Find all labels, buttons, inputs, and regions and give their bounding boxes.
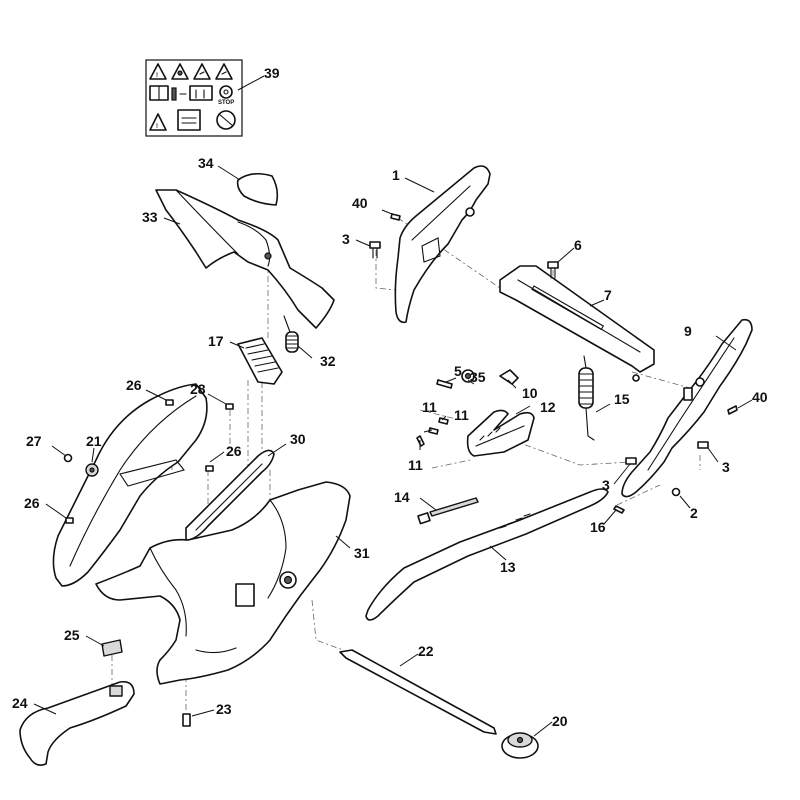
callout-35: 35	[470, 369, 486, 385]
part-5-screw	[436, 379, 453, 389]
part-34-cover-piece	[236, 172, 279, 206]
part-32-torsion-spring	[283, 315, 299, 353]
part-40-pin-left	[390, 213, 401, 221]
callout-16: 16	[590, 519, 606, 535]
callout-17: 17	[208, 333, 224, 349]
callout-23: 23	[216, 701, 232, 717]
part-24-side-skirt	[19, 680, 135, 766]
callout-25: 25	[64, 627, 80, 643]
callout-6: 6	[574, 237, 582, 253]
callout-26-c: 26	[24, 495, 40, 511]
callout-27: 27	[26, 433, 42, 449]
warning-projectile-icon	[215, 63, 233, 80]
stop-blade-icon	[219, 85, 233, 99]
part-14-grip-strip	[417, 497, 479, 525]
part-28-screw	[225, 403, 234, 410]
part-12-lever-bracket	[466, 409, 535, 457]
leader-lines	[33, 75, 753, 737]
part-2-nut	[671, 487, 681, 497]
operator-figure-icon	[171, 87, 177, 101]
stop-text: STOP	[218, 100, 234, 106]
callout-10: 10	[522, 385, 538, 401]
part-9-right-side-plate	[621, 318, 753, 498]
callout-12: 12	[540, 399, 556, 415]
callout-39: 39	[264, 65, 280, 81]
callout-3-left: 3	[342, 231, 350, 247]
callout-40-left: 40	[352, 195, 368, 211]
callout-14: 14	[394, 489, 410, 505]
part-26-screw-a	[165, 399, 174, 406]
part-1-left-side-plate	[394, 165, 491, 324]
part-16-pin	[613, 505, 625, 514]
callout-31: 31	[354, 545, 370, 561]
part-13-long-lever	[365, 488, 609, 621]
part-22-rod	[339, 649, 497, 735]
part-40-pin-right	[727, 405, 738, 415]
safety-label-part-39: ! STOP !	[145, 59, 243, 137]
part-15-tension-spring	[578, 355, 595, 441]
callout-20: 20	[552, 713, 568, 729]
part-27-nut	[63, 453, 73, 463]
callout-26-a: 26	[126, 377, 142, 393]
part-3-bolt-mid	[625, 457, 637, 465]
callout-28: 28	[190, 381, 206, 397]
callout-7: 7	[604, 287, 612, 303]
callout-2: 2	[690, 505, 698, 521]
callout-numbers: 1 2 3 3 3 5 6 7 9 10 11 11 11 12 13 14 1…	[12, 65, 768, 729]
callout-34: 34	[198, 155, 214, 171]
svg-text:!: !	[156, 124, 158, 130]
callout-11-c: 11	[408, 457, 423, 473]
callout-9: 9	[684, 323, 692, 339]
part-3-bolt-right	[697, 441, 709, 449]
bolts-group	[369, 213, 738, 514]
part-7-height-adjust-rail	[499, 265, 655, 382]
warning-rotating-blade-icon	[193, 63, 211, 80]
part-10-clip	[499, 369, 519, 385]
part-31-main-housing	[95, 481, 351, 685]
callout-21: 21	[86, 433, 102, 449]
warning-triangle-icon	[149, 63, 167, 80]
callout-11-b: 11	[454, 407, 469, 423]
part-30-hinge-bracket	[185, 449, 275, 541]
callout-1: 1	[392, 167, 400, 183]
part-33-rear-flap	[155, 189, 335, 329]
svg-text:!: !	[156, 73, 158, 79]
part-6-bolt	[547, 261, 559, 269]
part-23-screw	[182, 713, 191, 727]
callout-40-right: 40	[752, 389, 768, 405]
callout-32: 32	[320, 353, 336, 369]
callout-3-right: 3	[722, 459, 730, 475]
distance-figures-icon	[189, 85, 213, 101]
warning-triangle-icon-2	[149, 113, 167, 131]
callout-33: 33	[142, 209, 158, 225]
callout-13: 13	[500, 559, 516, 575]
part-11-screw-b	[428, 427, 439, 435]
left-side-cover	[52, 383, 234, 587]
callout-22: 22	[418, 643, 434, 659]
callout-24: 24	[12, 695, 28, 711]
unplug-maintenance-icon	[177, 109, 201, 131]
callout-3-mid: 3	[602, 477, 610, 493]
callout-11-a: 11	[422, 399, 437, 415]
part-26-screw-b	[205, 465, 214, 472]
part-3-bolt-left	[369, 241, 381, 249]
part-26-screw-c	[65, 517, 74, 524]
part-25-clip	[101, 639, 123, 657]
part-11-screw-a	[438, 417, 449, 425]
callout-5: 5	[454, 363, 462, 379]
callout-26-b: 26	[226, 443, 242, 459]
callout-15: 15	[614, 391, 630, 407]
callout-30: 30	[290, 431, 306, 447]
part-20-knob	[501, 732, 539, 759]
part-17-flap-grille	[237, 337, 283, 385]
